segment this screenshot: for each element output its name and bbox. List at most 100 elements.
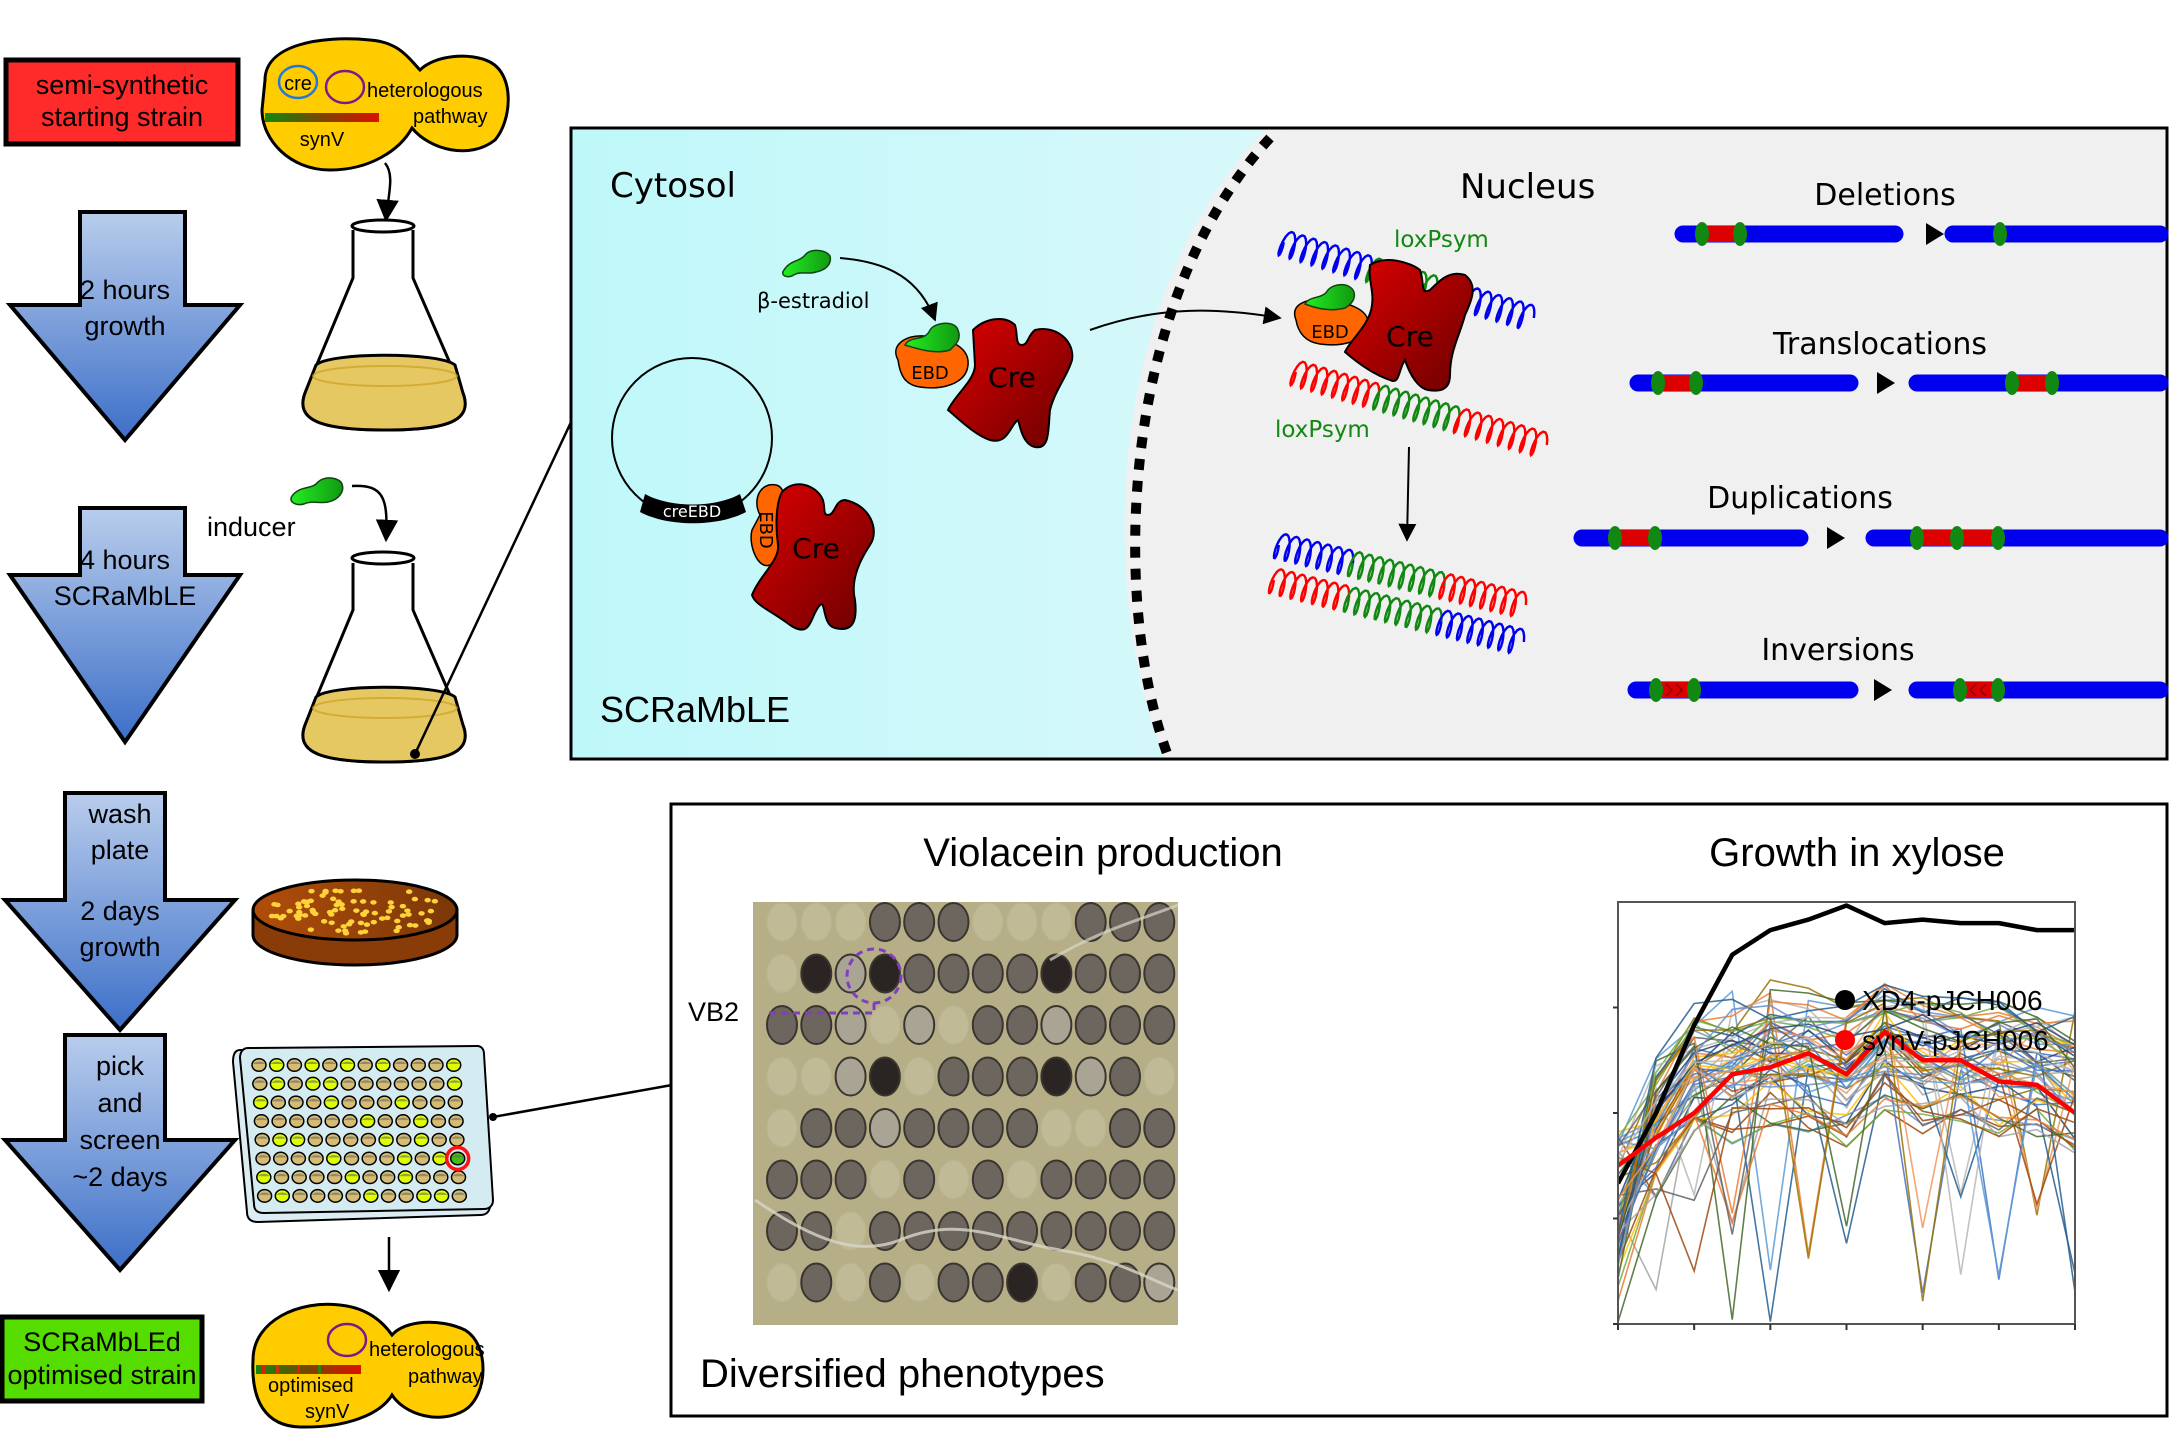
colony: [388, 904, 395, 910]
colony: [418, 911, 425, 916]
culture-spot: [1143, 1057, 1175, 1096]
colony: [340, 924, 347, 929]
rearrangement-inversions: Inversions: [1627, 633, 2169, 702]
culture-spot: [1074, 1262, 1107, 1303]
well: [322, 1057, 338, 1073]
culture-spot: [835, 902, 867, 942]
culture-spot: [938, 1005, 969, 1045]
culture-spot: [869, 1160, 901, 1199]
connector-dot: [410, 749, 420, 759]
well: [375, 1076, 392, 1091]
loxpsym-label-bottom: loxPsym: [1275, 417, 1370, 443]
step-4-line-1: pick: [96, 1051, 145, 1081]
well: [307, 1132, 324, 1147]
colony: [271, 902, 278, 907]
loxpsym-site: [1649, 678, 1663, 702]
well: [375, 1057, 391, 1073]
step-4-line-3: screen: [79, 1125, 160, 1155]
colony: [331, 907, 339, 913]
culture-spot: [1143, 953, 1176, 994]
legend-label-0: XD4-pJCH006: [1862, 985, 2043, 1016]
loxpsym-site: [1910, 526, 1924, 550]
colony: [353, 908, 360, 913]
culture-spot: [834, 1108, 867, 1148]
translocations-label: Translocations: [1772, 327, 1987, 362]
culture-spot: [834, 1159, 867, 1200]
culture-spot: [800, 1108, 833, 1148]
culture-spot: [800, 953, 833, 994]
culture-spot: [1109, 1262, 1141, 1303]
inducer-label: inducer: [207, 512, 296, 542]
culture-spot: [868, 1262, 901, 1303]
petri-dish-icon: [251, 878, 459, 967]
culture-spot: [868, 1056, 901, 1097]
well: [254, 1132, 270, 1147]
well: [305, 1076, 321, 1091]
culture-spot: [971, 1262, 1004, 1303]
well: [308, 1151, 324, 1166]
start-chromosome-label: synV: [300, 129, 345, 151]
culture-spot: [1143, 1108, 1176, 1148]
loxpsym-site: [2045, 371, 2059, 395]
colony: [412, 923, 419, 928]
culture-spot: [800, 902, 832, 942]
culture-spot: [800, 1262, 833, 1303]
synv-chromosome-bar: [265, 113, 379, 122]
inducer-molecule-icon: [290, 477, 344, 506]
culture-spot: [1075, 1108, 1107, 1148]
start-pathway-line1: heterologous: [367, 80, 483, 102]
growth-chart: XD4-pJCH006 synV-pJCH006: [1613, 901, 2076, 1330]
colony: [371, 910, 379, 916]
culture-spot: [971, 1056, 1004, 1097]
estradiol-binding-arrow: [839, 257, 938, 322]
well: [322, 1076, 339, 1091]
culture-spot: [903, 1057, 935, 1096]
ebd-label-nuclear: EBD: [1311, 322, 1349, 343]
nucleus-label: Nucleus: [1460, 167, 1595, 207]
replicate-series-line: [1618, 994, 2075, 1265]
end-strain-line1: SCRaMbLEd: [23, 1327, 181, 1357]
nuclear-import-arrow: [1089, 306, 1282, 331]
well: [341, 1095, 357, 1110]
well: [252, 1095, 269, 1110]
colony: [328, 912, 335, 917]
well: [359, 1114, 376, 1129]
well: [325, 1132, 341, 1147]
dna-recombined-2: [1267, 568, 1526, 655]
colony: [319, 893, 326, 898]
loxpsym-site: [1695, 222, 1709, 246]
culture-spot: [1109, 1056, 1141, 1097]
well: [411, 1076, 427, 1091]
inducer-arrow: [351, 484, 399, 543]
legend-label-1: synV-pJCH006: [1862, 1025, 2049, 1056]
transform-arrow-icon: [1874, 679, 1892, 701]
cre-label-nuclear: Cre: [1386, 320, 1434, 353]
well: [256, 1170, 272, 1185]
replicate-series-line: [1618, 1062, 2075, 1272]
colony: [286, 908, 293, 914]
deletions-label: Deletions: [1814, 178, 1955, 213]
culture-spot: [937, 1056, 970, 1097]
well: [327, 1188, 344, 1203]
well: [394, 1095, 410, 1110]
well: [446, 1076, 463, 1091]
well: [392, 1057, 409, 1073]
estradiol-label: β-estradiol: [757, 289, 869, 313]
legend-marker-1: [1835, 1030, 1855, 1050]
replicate-series-line: [1618, 1047, 2075, 1294]
rearrangement-translocations: Translocations: [1629, 327, 2169, 395]
series-line-xd4-pjch006: [1618, 903, 2075, 1185]
selected-well: [449, 1151, 466, 1166]
well: [271, 1114, 287, 1129]
colony: [322, 888, 329, 894]
start-pathway-line2: pathway: [413, 106, 488, 128]
culture-spot: [972, 902, 1004, 942]
well: [395, 1114, 411, 1129]
step-3-line-3: 2 days: [80, 896, 160, 926]
culture-spot: [1006, 902, 1038, 942]
colony: [363, 922, 371, 927]
vb2-label: VB2: [688, 997, 739, 1027]
well: [410, 1057, 427, 1073]
well: [415, 1170, 431, 1185]
